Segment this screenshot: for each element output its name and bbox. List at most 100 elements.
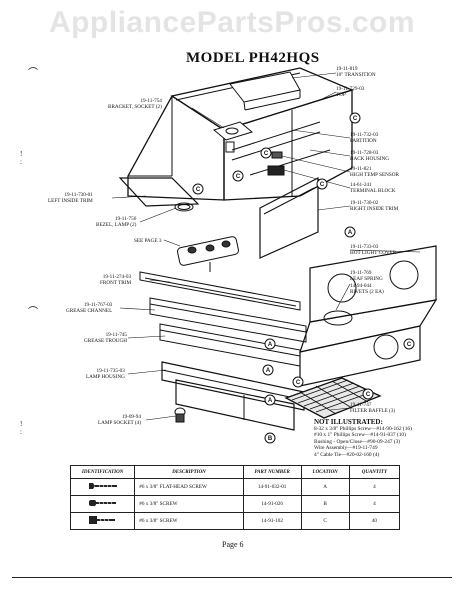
callout-c: C [192, 183, 204, 195]
svg-text:C: C [196, 187, 201, 193]
svg-text:C: C [296, 380, 301, 386]
table-row: #6 x 3/8" FLAT-HEAD SCREW 14-91-032-01 A… [69, 478, 401, 496]
not-illustrated-line: 4" Cable Tie—#20-02-160 (4) [314, 451, 380, 458]
col-identification: IDENTIFICATION [69, 465, 136, 479]
svg-text:A: A [268, 342, 273, 348]
lamp-socket-part [174, 407, 186, 423]
row-location: A [300, 478, 350, 496]
hood-top-panel [170, 67, 354, 131]
svg-text:C: C [320, 182, 325, 188]
wire-harness-part [177, 236, 239, 272]
callout-a: A [264, 394, 276, 406]
row-description: #6 x 3/8" SCREW [134, 495, 244, 513]
row-location: B [300, 495, 350, 513]
callout-c: C [316, 178, 328, 190]
callout-a: A [262, 364, 274, 376]
page-number: Page 6 [222, 540, 244, 549]
callout-a: A [264, 338, 276, 350]
svg-text:C: C [353, 116, 358, 122]
callout-b: B [264, 432, 276, 444]
not-illustrated-list: NOT ILLUSTRATED: 8-32 x 3/8" Phillips Sc… [314, 418, 412, 458]
svg-text:A: A [268, 398, 273, 404]
callout-a: A [344, 226, 356, 238]
terminal-block-part [267, 151, 285, 176]
scan-mark: ⌒ [28, 307, 38, 318]
callout-c: C [362, 388, 374, 400]
lamp-housing-part [161, 361, 305, 431]
svg-text:C: C [407, 342, 412, 348]
callout-c: C [232, 170, 244, 182]
scan-mark: ⌒ [28, 68, 38, 79]
not-illustrated-heading: NOT ILLUSTRATED: [314, 418, 383, 426]
row-quantity: 4 [348, 495, 401, 513]
hot-light-cover-part [299, 245, 438, 387]
watermark: AppliancePartsPros.com [48, 6, 416, 39]
col-part-number: PART NUMBER [242, 465, 302, 479]
label-see-page: SEE PAGE 3 [134, 238, 162, 244]
row-description: #6 x 3/8" SCREW [134, 512, 244, 530]
row-part-number: 14-91-032-01 [242, 478, 302, 496]
row-quantity: 4 [348, 478, 401, 496]
callout-c: C [349, 112, 361, 124]
row-part-number: 14-91-026 [242, 495, 302, 513]
bracket-socket-part [212, 121, 254, 153]
row-part-number: 14-91-102 [242, 512, 302, 530]
callout-c: C [260, 147, 272, 159]
grease-channel-part [149, 297, 307, 343]
front-trim-part [139, 271, 301, 311]
not-illustrated-line: 8-32 x 3/8" Phillips Screw—#14-90-162 (1… [314, 426, 412, 432]
not-illustrated-line: Wire Assembly—#19-11-749 [314, 445, 378, 452]
svg-text:C: C [264, 151, 269, 157]
row-quantity: 40 [348, 512, 401, 530]
grease-trough-part [159, 323, 301, 367]
table-row: #6 x 3/8" SCREW 14-91-102 C 40 [69, 512, 401, 530]
not-illustrated-line: #10 x 1" Phillips Screw—#14-91-037 (10) [314, 432, 406, 439]
svg-text:B: B [268, 436, 273, 442]
col-description: DESCRIPTION [134, 465, 244, 479]
row-location: C [300, 512, 350, 530]
flat-head-screw-icon [69, 478, 136, 496]
svg-text:C: C [236, 174, 241, 180]
scan-mark: !: [20, 420, 23, 436]
bezel-lamp-part [174, 202, 194, 212]
filter-baffle-part [284, 377, 382, 419]
table-header-row: IDENTIFICATION DESCRIPTION PART NUMBER L… [69, 465, 401, 479]
svg-text:A: A [348, 230, 353, 236]
not-illustrated-line: Bushing - Open/Close—#90-09-247 (3) [314, 438, 401, 445]
hood-body [118, 89, 353, 259]
svg-text:A: A [266, 368, 271, 374]
col-location: LOCATION [300, 465, 350, 479]
pan-head-screw-icon [69, 495, 136, 513]
hex-head-screw-icon [69, 512, 136, 530]
hardware-table: IDENTIFICATION DESCRIPTION PART NUMBER L… [69, 465, 401, 530]
bottom-divider [12, 577, 452, 578]
callout-c: C [292, 376, 304, 388]
page-title: MODEL PH42HQS [186, 50, 320, 66]
svg-text:C: C [366, 392, 371, 398]
table-row: #6 x 3/8" SCREW 14-91-026 B 4 [69, 495, 401, 513]
scan-mark: !: [20, 150, 23, 166]
row-description: #6 x 3/8" FLAT-HEAD SCREW [134, 478, 244, 496]
callout-c: C [403, 338, 415, 350]
col-quantity: QUANTITY [348, 465, 401, 479]
